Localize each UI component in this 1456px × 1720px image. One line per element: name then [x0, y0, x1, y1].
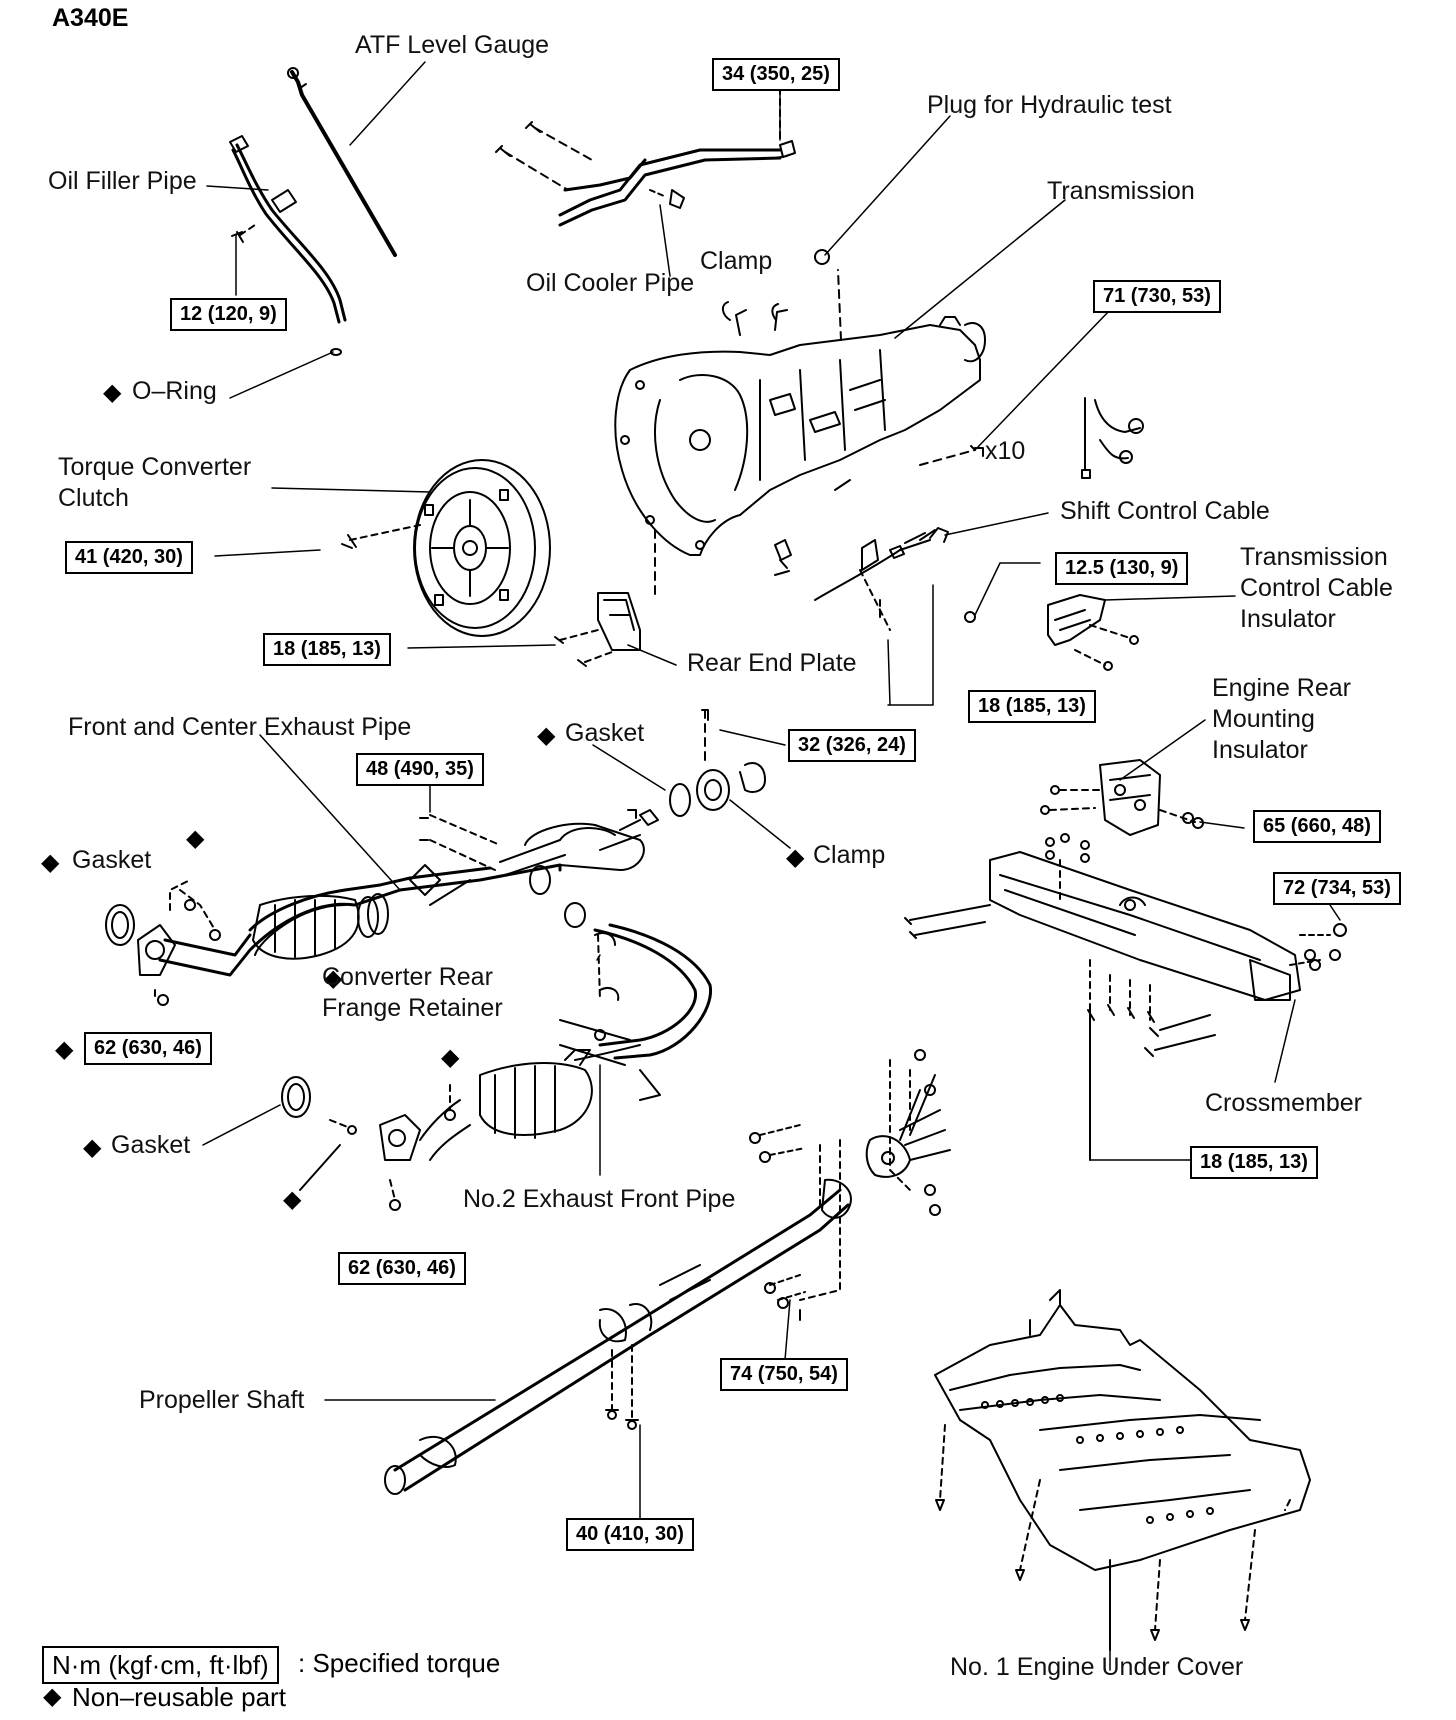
- gasket-clamp-drawing: [564, 709, 766, 928]
- torque-box-72: 72 (734, 53): [1273, 872, 1401, 905]
- propeller-shaft-drawing: [384, 1049, 951, 1495]
- torque-box-71: 71 (730, 53): [1093, 280, 1221, 313]
- transmission-bolt-drawing: [919, 445, 984, 466]
- label-engine-rear-mounting-insulator: Engine Rear Mounting Insulator: [1212, 674, 1351, 764]
- label-rear-end-plate: Rear End Plate: [687, 649, 857, 677]
- label-transmission-control-cable-insulator: Transmission Control Cable Insulator: [1240, 543, 1393, 633]
- torque-box-18-shift: 18 (185, 13): [968, 690, 1096, 723]
- legend-unit-box: N·m (kgf·cm, ft·lbf): [42, 1646, 279, 1684]
- torque-box-62-upper: 62 (630, 46): [84, 1032, 212, 1065]
- torque-box-18-rear-end: 18 (185, 13): [263, 633, 391, 666]
- label-o-ring: O–Ring: [132, 377, 217, 405]
- label-transmission: Transmission: [1047, 177, 1195, 205]
- torque-converter-drawing: [341, 459, 551, 637]
- label-gasket-left: Gasket: [72, 846, 152, 874]
- non-reusable-icon: ◆: [441, 1044, 460, 1071]
- torque-box-41: 41 (420, 30): [65, 541, 193, 574]
- oil-cooler-pipe-drawing: [495, 87, 796, 227]
- torque-box-18-cross: 18 (185, 13): [1190, 1146, 1318, 1179]
- label-crossmember: Crossmember: [1205, 1089, 1362, 1117]
- non-reusable-icon: ◆: [283, 1186, 302, 1213]
- torque-box-48: 48 (490, 35): [356, 753, 484, 786]
- label-torque-converter-clutch: Torque Converter Clutch: [58, 453, 252, 512]
- left-flange-drawing: [105, 879, 221, 1006]
- shift-control-cable-drawing: [774, 479, 976, 631]
- torque-box-34: 34 (350, 25): [712, 58, 840, 91]
- label-atf-level-gauge: ATF Level Gauge: [355, 31, 550, 59]
- converter-retainer-drawing: [594, 932, 620, 1001]
- crossmember-drawing: [904, 833, 1347, 1161]
- label-propeller-shaft: Propeller Shaft: [139, 1386, 305, 1414]
- non-reusable-icon: ◆: [103, 379, 122, 406]
- rear-end-plate-drawing: [554, 529, 656, 667]
- non-reusable-icon: ◆: [41, 849, 60, 876]
- label-clamp-top: Clamp: [700, 247, 773, 275]
- no2-exhaust-front-pipe-drawing: [281, 923, 713, 1211]
- label-shift-control-cable: Shift Control Cable: [1060, 497, 1270, 525]
- wiring-drawing: [1081, 397, 1144, 479]
- label-oil-filler-pipe: Oil Filler Pipe: [48, 167, 197, 195]
- label-gasket-lower: Gasket: [111, 1131, 191, 1159]
- label-no2-exhaust-front-pipe: No.2 Exhaust Front Pipe: [463, 1185, 736, 1213]
- model-title: A340E: [52, 4, 129, 32]
- transmission-drawing: [614, 301, 986, 556]
- non-reusable-icon: ◆: [537, 722, 556, 749]
- non-reusable-icon: ◆: [55, 1036, 74, 1063]
- front-center-exhaust-pipe-drawing: [158, 809, 659, 977]
- torque-box-32: 32 (326, 24): [788, 729, 916, 762]
- legend-non-reusable: Non–reusable part: [72, 1682, 286, 1712]
- label-no1-engine-under-cover: No. 1 Engine Under Cover: [950, 1653, 1244, 1681]
- torque-box-65: 65 (660, 48): [1253, 810, 1381, 843]
- label-clamp-center: Clamp: [813, 841, 886, 869]
- plug-drawing: [814, 249, 842, 341]
- atf-level-gauge-drawing: [287, 67, 397, 257]
- engine-under-cover-drawing: [934, 1289, 1311, 1651]
- non-reusable-icon: ◆: [43, 1683, 62, 1710]
- non-reusable-icon: ◆: [324, 965, 343, 992]
- oil-filler-pipe-drawing: [229, 135, 347, 356]
- label-gasket-center: Gasket: [565, 719, 645, 747]
- torque-box-12-5: 12.5 (130, 9): [1055, 552, 1189, 585]
- torque-box-12: 12 (120, 9): [170, 298, 287, 331]
- label-oil-cooler-pipe: Oil Cooler Pipe: [526, 269, 695, 297]
- non-reusable-icon: ◆: [83, 1134, 102, 1161]
- torque-box-40: 40 (410, 30): [566, 1518, 694, 1551]
- engine-rear-mount-drawing: [1040, 759, 1204, 836]
- non-reusable-icon: ◆: [186, 825, 205, 852]
- label-x10: x10: [985, 437, 1026, 465]
- cable-insulator-drawing: [1047, 594, 1139, 671]
- label-converter-rear-frange-retainer: Converter Rear Frange Retainer: [322, 963, 503, 1022]
- torque-box-74: 74 (750, 54): [720, 1358, 848, 1391]
- label-front-center-exhaust-pipe: Front and Center Exhaust Pipe: [68, 713, 412, 741]
- label-plug-hydraulic-test: Plug for Hydraulic test: [927, 91, 1172, 119]
- torque-box-62-lower: 62 (630, 46): [338, 1252, 466, 1285]
- legend-unit-description: : Specified torque: [298, 1648, 501, 1678]
- non-reusable-icon: ◆: [786, 844, 805, 871]
